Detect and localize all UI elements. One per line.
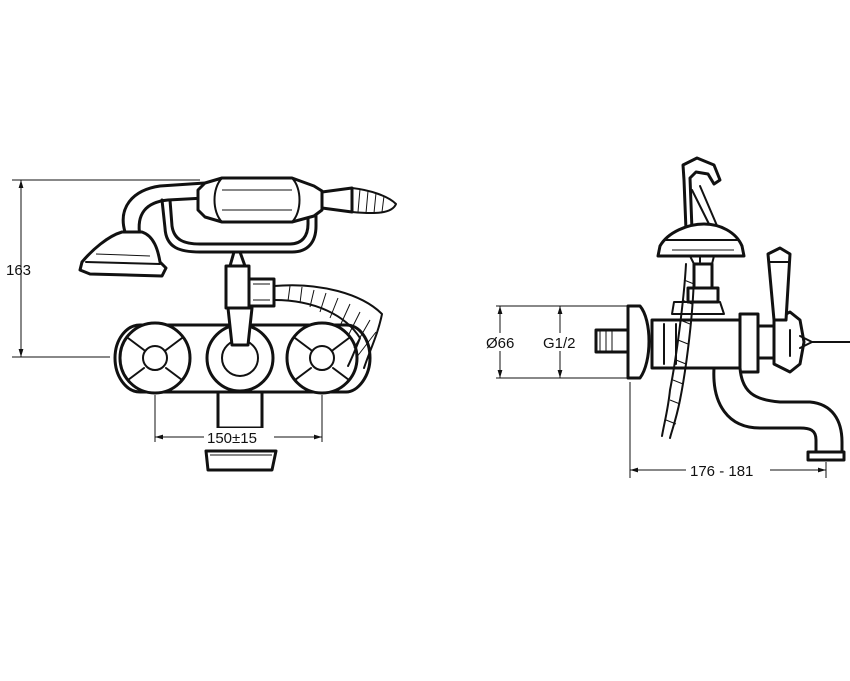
side-stem	[692, 262, 714, 290]
side-spout	[712, 366, 844, 454]
spacing-dimension-label: 150±15	[207, 430, 257, 447]
hose-connector	[247, 277, 276, 308]
side-view: Ø66 G1/2 176 - 181	[484, 156, 850, 480]
wall-flange	[626, 304, 651, 380]
diameter-dimension-label: Ø66	[486, 335, 514, 352]
diverter-stem	[224, 264, 251, 310]
diverter-lever	[226, 306, 254, 347]
projection-dimension-label: 176 - 181	[690, 463, 753, 480]
shower-cradle-arm	[121, 181, 207, 234]
shower-hose	[273, 284, 383, 369]
left-handle	[118, 321, 192, 395]
thread-dimension-label: G1/2	[543, 335, 576, 352]
side-body	[650, 318, 742, 370]
spout-outlet	[204, 449, 278, 472]
shower-hook	[681, 156, 722, 232]
side-lever	[766, 246, 792, 322]
right-handle	[285, 321, 359, 395]
side-hose	[661, 263, 687, 437]
spout-front	[216, 390, 264, 430]
front-view: 163 150±15	[6, 176, 397, 472]
shower-head	[78, 230, 168, 278]
height-dimension-label: 163	[6, 262, 31, 279]
shower-cradle	[160, 198, 318, 254]
